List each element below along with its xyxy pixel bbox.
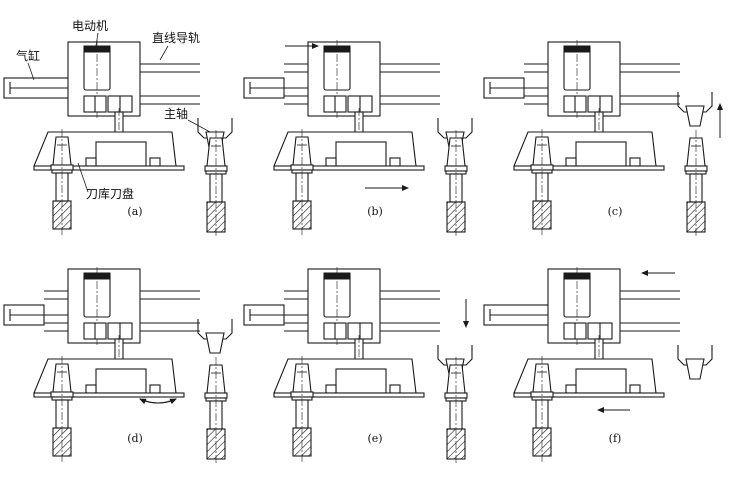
cylinder-leader [27,62,35,81]
magazine-clip-right [389,157,401,167]
panel-caption: (a) [127,205,142,218]
spindle-taper [685,105,705,127]
magazine-clip-right [389,384,401,394]
magazine-clip-right [629,157,641,167]
magazine-base [273,165,425,171]
magazine-leader [77,162,89,193]
magazine-clip-left [85,384,97,394]
magazine-clip-left [325,157,337,167]
magazine-hub [575,368,627,394]
label-layer: 电动机 直线导轨 气缸 主轴 刀库刀盘 [16,19,211,201]
panel-spindle-up: (c) [483,40,723,238]
magazine-clip-left [565,157,577,167]
panel-caption: (c) [608,205,623,218]
magazine-clip-left [565,384,577,394]
magazine-clip-left [85,157,97,167]
spindle-taper [685,358,705,380]
panel-caption: (b) [367,205,383,218]
rail-leader [159,45,169,61]
panel-initial: (a) [3,40,233,238]
magazine-base [33,392,185,398]
rail-label: 直线导轨 [152,31,200,45]
magazine-base [513,165,665,171]
magazine-hub [335,368,387,394]
magazine-base [513,392,665,398]
spindle-label: 主轴 [164,106,188,121]
panel-caption: (f) [609,432,622,445]
magazine-base [33,165,185,171]
motor-leader [95,32,99,47]
panel-shift-left: (f) [483,267,713,462]
arrow-rotate-ccw [139,398,177,405]
magazine-clip-left [325,384,337,394]
magazine-hub [95,141,147,167]
motor-label: 电动机 [72,19,108,33]
spindle-leader [187,119,211,133]
magazine-hub [95,368,147,394]
magazine-hub [335,141,387,167]
magazine-hub [575,141,627,167]
panel-caption: (d) [127,432,143,445]
cylinder-label: 气缸 [16,48,40,63]
magazine-clip-right [149,157,161,167]
spindle-taper [205,332,225,354]
panel-spindle-down: (e) [243,267,473,465]
panel-rotate: (d) [3,267,233,465]
magazine-label: 刀库刀盘 [86,186,134,201]
panel-shift-right: (b) [243,40,473,238]
magazine-clip-right [149,384,161,394]
panel-caption: (e) [367,432,382,445]
magazine-base [273,392,425,398]
magazine-clip-right [629,384,641,394]
